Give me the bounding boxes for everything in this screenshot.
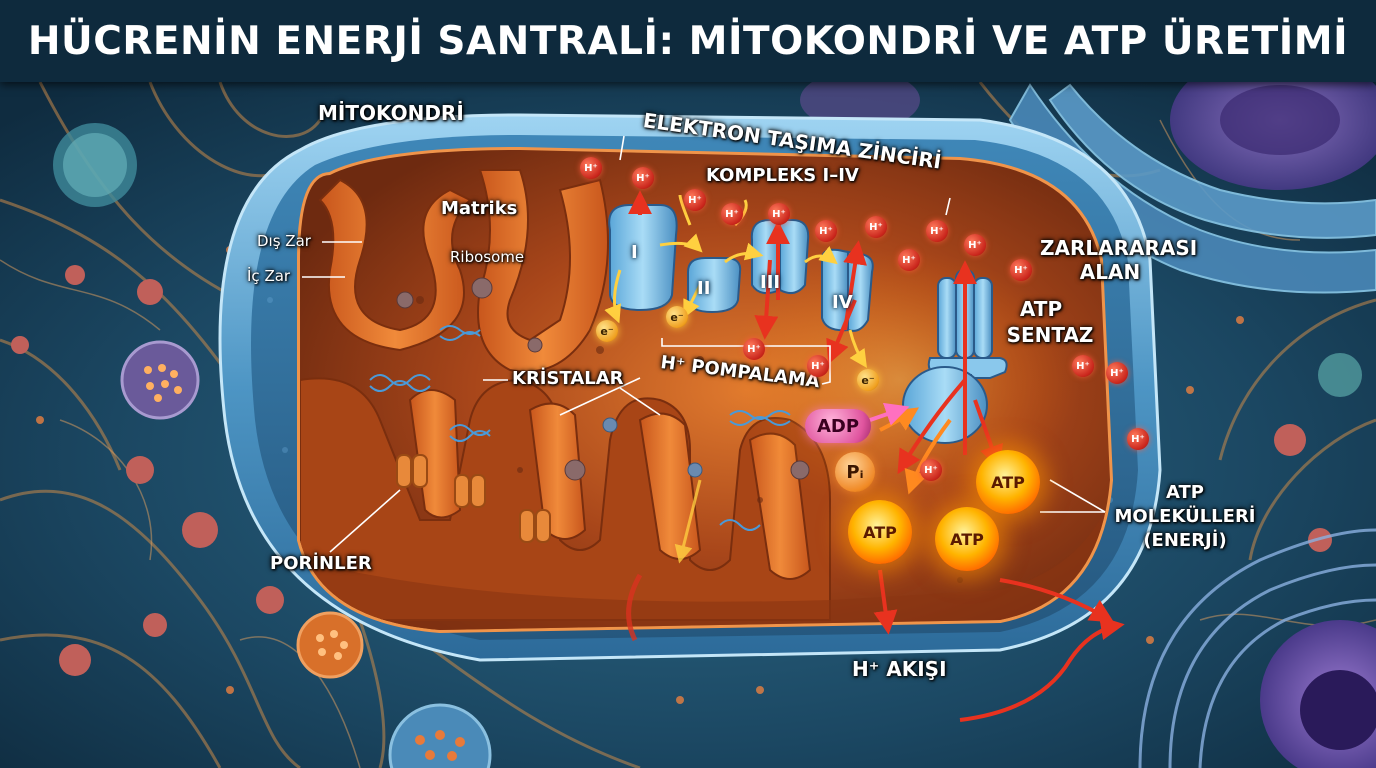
pi-molecule: Pᵢ xyxy=(835,452,875,492)
h-ion: H⁺ xyxy=(807,355,829,377)
h-ion: H⁺ xyxy=(743,338,765,360)
label-atp-molekulleri-line1: ATP xyxy=(1165,482,1204,503)
label-porinler: PORİNLER xyxy=(270,553,372,574)
electron: e⁻ xyxy=(666,306,688,328)
complex-iv-label: IV xyxy=(832,292,853,313)
complex-i-label: I xyxy=(631,242,638,263)
h-ion: H⁺ xyxy=(1127,428,1149,450)
h-ion: H⁺ xyxy=(926,220,948,242)
h-ion: H⁺ xyxy=(1106,362,1128,384)
h-ion: H⁺ xyxy=(920,459,942,481)
complex-iii-label: III xyxy=(760,272,781,293)
atp-molecule: ATP xyxy=(935,507,999,571)
h-ion: H⁺ xyxy=(898,249,920,271)
atp-molecule: ATP xyxy=(848,500,912,564)
label-zararasi-line2: ALAN xyxy=(1079,260,1141,284)
h-ion: H⁺ xyxy=(964,234,986,256)
atp-molecule: ATP xyxy=(976,450,1040,514)
electron: e⁻ xyxy=(596,320,618,342)
h-ion: H⁺ xyxy=(721,203,743,225)
label-mitokondri: MİTOKONDRİ xyxy=(318,101,464,125)
page-title: HÜCRENİN ENERJİ SANTRALİ: MİTOKONDRİ VE … xyxy=(27,18,1349,64)
h-ion: H⁺ xyxy=(580,157,602,179)
label-ic-zar: İç Zar xyxy=(247,267,291,285)
electron: e⁻ xyxy=(857,369,879,391)
label-atp-molekulleri-line3: (ENERJİ) xyxy=(1143,530,1227,551)
label-zararasi-line1: ZARLARARASI xyxy=(1040,236,1198,260)
h-ion: H⁺ xyxy=(684,189,706,211)
h-ion: H⁺ xyxy=(1072,355,1094,377)
label-ribosome: Ribosome xyxy=(450,248,525,266)
h-ion: H⁺ xyxy=(865,216,887,238)
complex-ii-label: II xyxy=(697,278,711,299)
label-dis-zar: Dış Zar xyxy=(257,232,311,250)
h-ion: H⁺ xyxy=(815,220,837,242)
label-kristalar: KRİSTALAR xyxy=(512,368,624,389)
title-bar: HÜCRENİN ENERJİ SANTRALİ: MİTOKONDRİ VE … xyxy=(0,0,1376,82)
label-atp-sentaz-line2: SENTAZ xyxy=(1006,323,1094,347)
h-ion: H⁺ xyxy=(1010,259,1032,281)
h-ion: H⁺ xyxy=(768,203,790,225)
label-atp-sentaz-line1: ATP xyxy=(1019,297,1063,321)
label-h-akisi: H⁺ AKIŞI xyxy=(852,657,947,681)
label-matriks: Matriks xyxy=(441,198,518,219)
label-atp-molekulleri-line2: MOLEKÜLLERİ xyxy=(1114,506,1256,527)
adp-molecule: ADP xyxy=(805,409,871,443)
h-ion: H⁺ xyxy=(632,167,654,189)
label-kompleks: KOMPLEKS I–IV xyxy=(706,165,859,186)
